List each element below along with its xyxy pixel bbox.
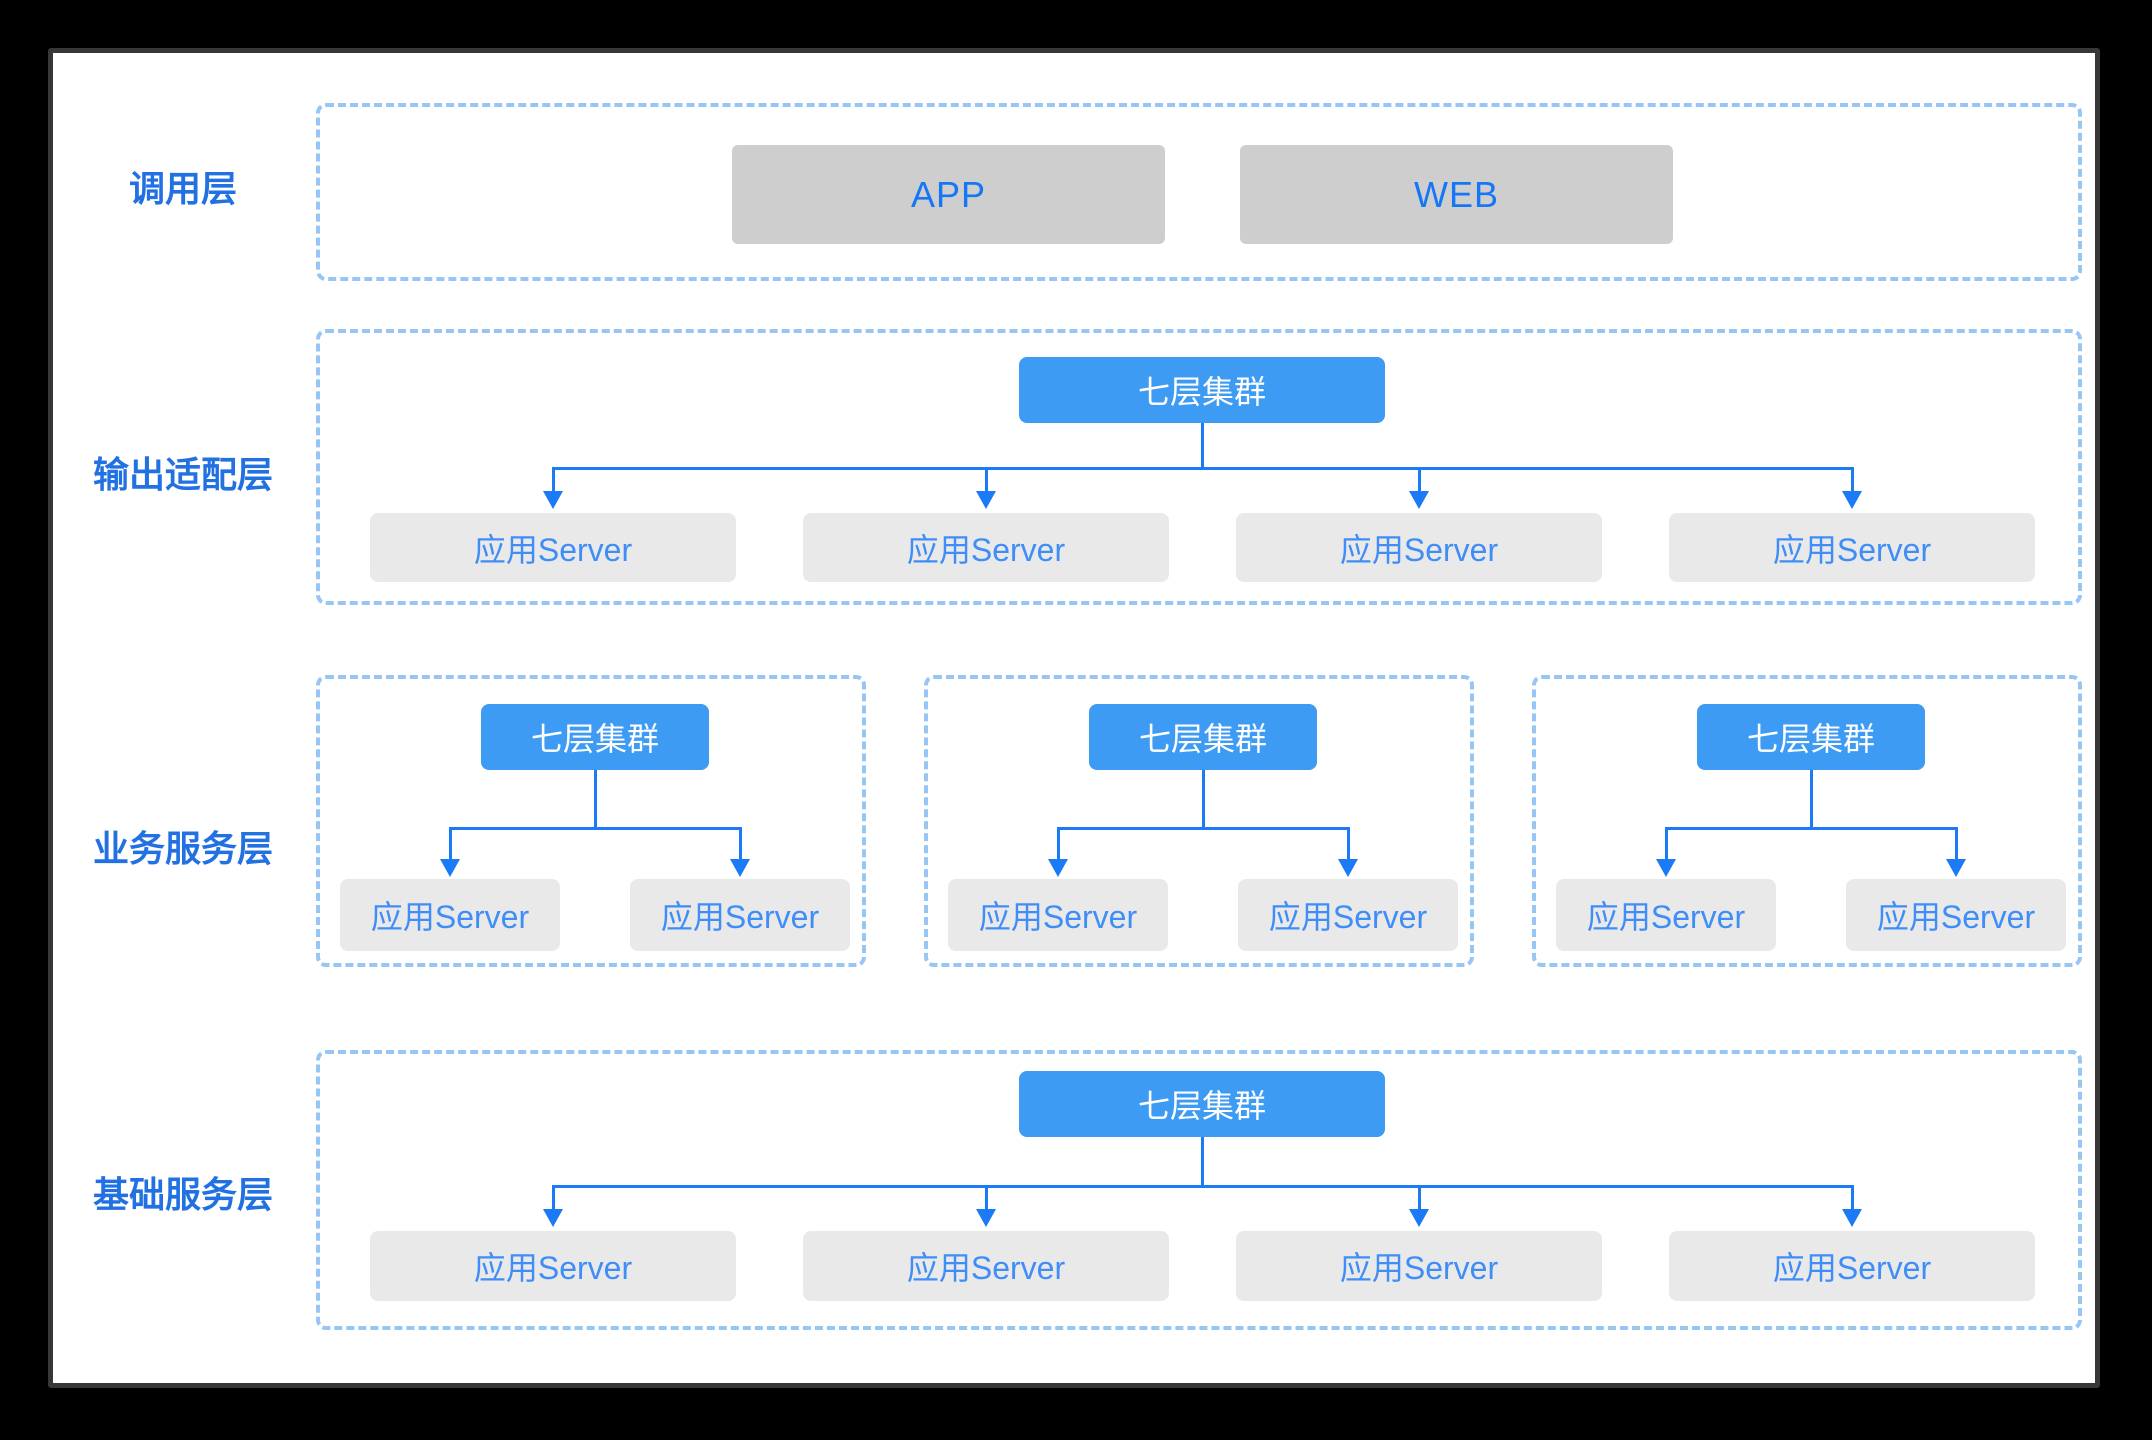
server-node: 应用Server bbox=[370, 513, 736, 582]
connector-branch bbox=[552, 467, 1854, 470]
connector-drop bbox=[1057, 827, 1060, 861]
layer-section-base: 七层集群 应用Server 应用Server 应用Server 应用Server bbox=[316, 1050, 2082, 1330]
cluster-node: 七层集群 bbox=[1089, 704, 1317, 770]
connector-drop bbox=[1418, 1185, 1421, 1211]
arrow-down-icon bbox=[1338, 859, 1358, 877]
connector-drop bbox=[739, 827, 742, 861]
connector-stem bbox=[1201, 1137, 1204, 1185]
connector-branch bbox=[1665, 827, 1958, 830]
arrow-down-icon bbox=[1946, 859, 1966, 877]
server-node: 应用Server bbox=[1556, 879, 1776, 951]
connector-drop bbox=[985, 467, 988, 495]
arrow-down-icon bbox=[1048, 859, 1068, 877]
layer-section-adapter: 七层集群 应用Server 应用Server 应用Server 应用Server bbox=[316, 329, 2082, 605]
cluster-node: 七层集群 bbox=[1697, 704, 1925, 770]
arrow-down-icon bbox=[976, 491, 996, 509]
diagram-canvas: 调用层 输出适配层 业务服务层 基础服务层 APP WEB 七层集群 应用Ser… bbox=[48, 48, 2100, 1388]
server-node: 应用Server bbox=[370, 1231, 736, 1301]
server-node: 应用Server bbox=[803, 513, 1169, 582]
cluster-node: 七层集群 bbox=[1019, 1071, 1385, 1137]
arrow-down-icon bbox=[1409, 491, 1429, 509]
connector-branch bbox=[552, 1185, 1854, 1188]
arrow-down-icon bbox=[730, 859, 750, 877]
server-node: 应用Server bbox=[1846, 879, 2066, 951]
layer-section-call: APP WEB bbox=[316, 103, 2082, 281]
layer-label-base: 基础服务层 bbox=[92, 1174, 273, 1215]
server-node: 应用Server bbox=[948, 879, 1168, 951]
connector-drop bbox=[1665, 827, 1668, 861]
layer-label-business: 业务服务层 bbox=[92, 828, 273, 869]
arrow-down-icon bbox=[1409, 1209, 1429, 1227]
connector-drop bbox=[985, 1185, 988, 1211]
connector-stem bbox=[594, 770, 597, 827]
server-node: 应用Server bbox=[1669, 1231, 2035, 1301]
connector-branch bbox=[449, 827, 742, 830]
server-node: 应用Server bbox=[1236, 1231, 1602, 1301]
connector-branch bbox=[1057, 827, 1350, 830]
connector-stem bbox=[1202, 770, 1205, 827]
arrow-down-icon bbox=[1842, 1209, 1862, 1227]
layer-label-adapter: 输出适配层 bbox=[92, 454, 273, 495]
connector-drop bbox=[449, 827, 452, 861]
connector-drop bbox=[1347, 827, 1350, 861]
connector-drop bbox=[1851, 467, 1854, 495]
connector-drop bbox=[1418, 467, 1421, 495]
arrow-down-icon bbox=[1656, 859, 1676, 877]
server-node: 应用Server bbox=[803, 1231, 1169, 1301]
arrow-down-icon bbox=[543, 491, 563, 509]
node-web: WEB bbox=[1240, 145, 1673, 244]
server-node: 应用Server bbox=[1669, 513, 2035, 582]
connector-drop bbox=[1851, 1185, 1854, 1211]
business-group: 七层集群 应用Server 应用Server bbox=[924, 675, 1474, 967]
server-node: 应用Server bbox=[1238, 879, 1458, 951]
business-group: 七层集群 应用Server 应用Server bbox=[316, 675, 866, 967]
business-group: 七层集群 应用Server 应用Server bbox=[1532, 675, 2082, 967]
connector-stem bbox=[1201, 423, 1204, 467]
connector-stem bbox=[1810, 770, 1813, 827]
cluster-node: 七层集群 bbox=[1019, 357, 1385, 423]
connector-drop bbox=[1955, 827, 1958, 861]
layer-label-call: 调用层 bbox=[128, 168, 237, 209]
server-node: 应用Server bbox=[340, 879, 560, 951]
server-node: 应用Server bbox=[1236, 513, 1602, 582]
connector-drop bbox=[552, 1185, 555, 1211]
connector-drop bbox=[552, 467, 555, 495]
cluster-node: 七层集群 bbox=[481, 704, 709, 770]
server-node: 应用Server bbox=[630, 879, 850, 951]
arrow-down-icon bbox=[976, 1209, 996, 1227]
arrow-down-icon bbox=[1842, 491, 1862, 509]
arrow-down-icon bbox=[440, 859, 460, 877]
node-app: APP bbox=[732, 145, 1165, 244]
arrow-down-icon bbox=[543, 1209, 563, 1227]
